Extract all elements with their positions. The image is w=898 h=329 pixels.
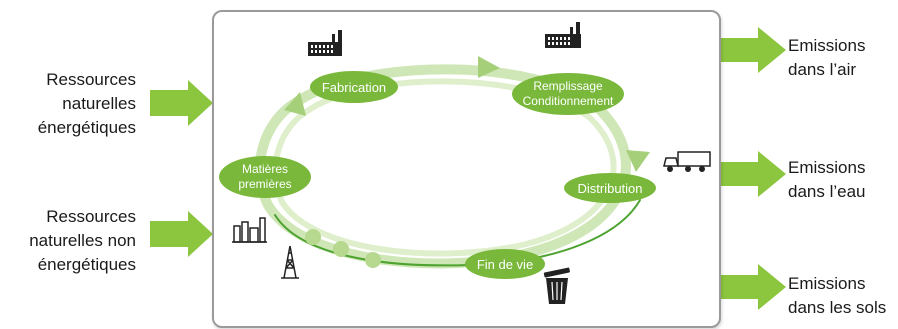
node-distribution — [564, 173, 656, 203]
truck-icon — [663, 151, 711, 172]
node-remplissage-label-1: Remplissage — [533, 79, 603, 93]
factory-icon — [308, 30, 342, 56]
input-non-energy-resources-label: Ressources naturelles non énergétiques — [29, 207, 136, 274]
cycle-dot-2 — [333, 241, 349, 257]
node-matieres-premieres — [219, 156, 311, 198]
cycle-arrowheads — [284, 56, 650, 172]
node-matieres-label-1: Matières — [242, 162, 288, 176]
cycle-ribbon-inner — [272, 78, 617, 257]
node-remplissage — [512, 73, 624, 115]
node-fin-de-vie — [465, 249, 545, 279]
trash-bin-icon — [543, 267, 570, 304]
oil-derrick-icon — [281, 245, 299, 279]
cycle-arrow-left — [284, 92, 306, 116]
output-air-emissions-label: Emissions dans l’air — [788, 36, 866, 79]
cycle-dot-1 — [305, 229, 321, 245]
output-water-emissions-label: Emissions dans l’eau — [788, 158, 866, 201]
cycle-arrow-top — [478, 56, 500, 78]
input-arrow-non-energy — [150, 211, 213, 257]
refinery-icon — [232, 217, 267, 243]
output-soil-emissions-label: Emissions dans les sols — [788, 274, 887, 317]
factory-icon — [545, 22, 581, 48]
output-arrow-soil — [719, 264, 786, 310]
output-arrow-water — [719, 151, 786, 197]
node-matieres-label-2: premières — [238, 177, 291, 191]
output-arrow-air — [719, 27, 786, 73]
node-fabrication-label: Fabrication — [322, 80, 386, 95]
node-fabrication — [310, 71, 398, 103]
input-energy-resources-label: Ressources naturelles énergétiques — [37, 70, 136, 137]
node-distribution-label: Distribution — [577, 181, 642, 196]
node-fin-de-vie-label: Fin de vie — [477, 257, 533, 272]
input-arrow-energy — [150, 80, 213, 126]
node-remplissage-label-2: Conditionnement — [523, 94, 614, 108]
cycle-dot-3 — [365, 252, 381, 268]
cycle-arrow-right — [626, 150, 650, 172]
